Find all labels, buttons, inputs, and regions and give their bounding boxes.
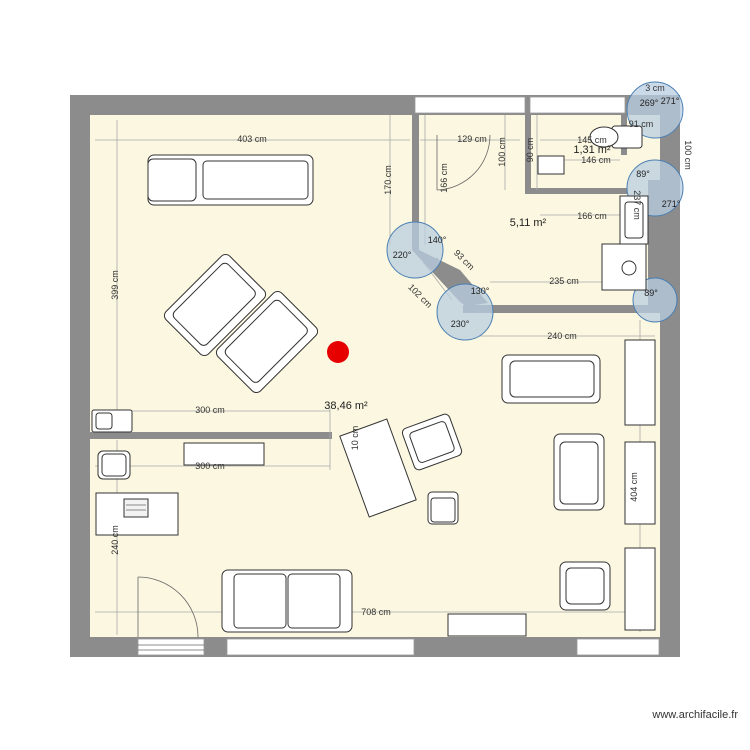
doors [137, 134, 491, 638]
dim-708: 708 cm [361, 607, 391, 617]
dim-90: 90 cm [525, 138, 535, 163]
armchair-bottom [559, 561, 611, 611]
armchair-rotated-2 [215, 290, 319, 394]
dim-129: 129 cm [457, 134, 487, 144]
cabinet-right-2 [624, 441, 656, 525]
area-main: 38,46 m² [324, 400, 368, 412]
angle-220: 220° [393, 250, 412, 260]
sofa [221, 569, 353, 633]
toilet [589, 125, 643, 149]
watermark: www.archifacile.fr [651, 709, 738, 721]
area-room-right: 5,11 m² [510, 217, 547, 229]
dim-166h: 166 cm [577, 211, 607, 221]
dim-404: 404 cm [629, 472, 639, 502]
angle-271a: 271° [661, 96, 680, 106]
angle-labels: 220° 140° 130° 230° 269° 271° 89° 271° 8… [393, 96, 681, 329]
wall-openings [137, 96, 660, 656]
dim-240: 240 cm [547, 331, 577, 341]
tv-bench [447, 613, 527, 637]
bed [147, 154, 314, 206]
dim-237: 237 cm [632, 190, 642, 220]
dim-145: 145 cm [577, 135, 607, 145]
wc-basin [537, 155, 565, 175]
dim-240v: 240 cm [110, 525, 120, 555]
angle-130: 130° [471, 286, 490, 296]
angle-230: 230° [451, 319, 470, 329]
dim-403: 403 cm [237, 134, 267, 144]
dim-3: 3 cm [645, 83, 665, 93]
dim-399: 399 cm [110, 270, 120, 300]
dim-170: 170 cm [383, 165, 393, 195]
small-chair [427, 491, 459, 525]
red-marker [327, 341, 349, 363]
shelf [183, 442, 265, 466]
dim-100b: 100 cm [683, 140, 693, 170]
armchair-rotated-1 [163, 253, 267, 357]
dim-235: 235 cm [549, 276, 579, 286]
area-wc: 1,31 m² [573, 144, 611, 156]
angle-269: 269° [640, 98, 659, 108]
table-rotated [339, 418, 417, 518]
dim-146: 146 cm [581, 155, 611, 165]
chair-rotated [401, 413, 463, 471]
dim-10: 10 cm [350, 426, 360, 451]
shower-drain [621, 260, 637, 276]
dim-300b: 300 cm [195, 461, 225, 471]
angle-89b: 89° [644, 288, 658, 298]
office-chair [97, 450, 131, 480]
dim-100a: 100 cm [497, 137, 507, 167]
furniture [91, 125, 656, 637]
armchair-right [501, 354, 601, 404]
sink-left [91, 409, 133, 433]
dim-166v: 166 cm [439, 163, 449, 193]
dimension-labels: 403 cm 129 cm 145 cm 146 cm 166 cm 235 c… [110, 83, 693, 617]
dim-91: 91 cm [629, 119, 654, 129]
angle-89a: 89° [636, 169, 650, 179]
cabinet-right-1 [624, 339, 656, 426]
angle-140: 140° [428, 235, 447, 245]
angle-271b: 271° [662, 199, 681, 209]
area-labels: 38,46 m² 5,11 m² 1,31 m² [324, 144, 611, 412]
cabinet-right-3 [624, 547, 656, 631]
armchair-mid [553, 433, 605, 511]
desk [95, 492, 179, 536]
dim-300a: 300 cm [195, 405, 225, 415]
